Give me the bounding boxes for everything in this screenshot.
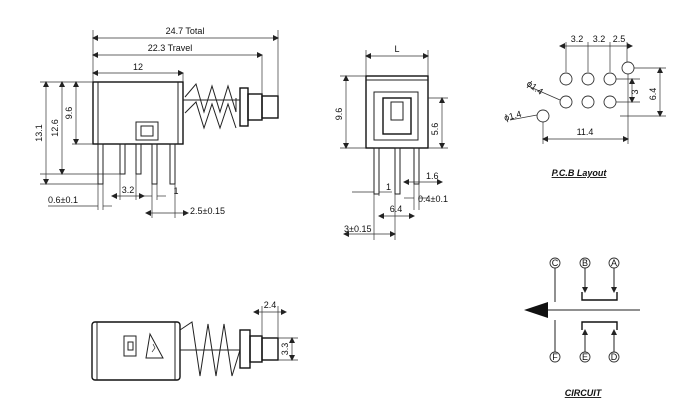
hole-callout-a: ϕ1.4 <box>525 78 545 96</box>
dim-3-pcb: 3 <box>630 89 640 94</box>
dim-9-6-front: 9.6 <box>334 108 344 121</box>
dim-5-6: 5.6 <box>430 123 440 136</box>
dim-2-5: 2.5±0.15 <box>190 206 225 216</box>
actuator-arrow <box>524 302 548 318</box>
dim-2-5-pcb: 2.5 <box>613 34 626 44</box>
svg-text:A: A <box>611 258 617 268</box>
pcb-hole <box>581 95 595 109</box>
dim-1-6: 1.6 <box>426 171 439 181</box>
push-button <box>261 95 279 119</box>
circuit-diagram: C B A F E D CIRCUIT <box>524 257 640 398</box>
svg-text:C: C <box>552 258 559 268</box>
bottom-body <box>91 321 181 381</box>
dim-0-4: 0.4±0.1 <box>418 194 448 204</box>
front-body <box>365 75 429 149</box>
dim-travel: 22.3 Travel <box>148 43 193 53</box>
svg-text:B: B <box>582 258 588 268</box>
push-button-bottom <box>261 337 279 361</box>
svg-text:F: F <box>552 352 558 362</box>
bottom-view: 2.4 3.3 <box>91 300 298 381</box>
dim-6-4-pcb: 6.4 <box>648 88 658 101</box>
triangle-mark <box>145 332 164 359</box>
switch-body <box>92 81 184 145</box>
pcb-hole <box>603 72 617 86</box>
front-button <box>382 97 412 135</box>
spring-bottom <box>179 321 241 377</box>
dim-2-4: 2.4 <box>264 300 277 310</box>
pcb-layout-title: P.C.B Layout <box>552 168 608 178</box>
dim-9-6: 9.6 <box>64 107 74 120</box>
pcb-hole <box>581 72 595 86</box>
dim-1-front: 1 <box>386 182 391 192</box>
pcb-layout: 3.2 3.2 2.5 3 6.4 ϕ1.4 ϕ1.4 11.4 P.C.B L… <box>503 34 666 178</box>
slider-window <box>135 121 159 141</box>
dim-3-3: 3.3 <box>280 343 290 356</box>
dim-11-4: 11.4 <box>577 127 594 137</box>
pcb-mount-hole <box>621 61 635 75</box>
dim-L: L <box>394 44 399 54</box>
dim-3: 3±0.15 <box>344 224 371 234</box>
pins <box>97 143 176 185</box>
dim-12-6: 12.6 <box>50 119 60 137</box>
spring <box>184 82 237 114</box>
dim-3-2: 3.2 <box>122 185 135 195</box>
front-view: L 9.6 5.6 1 1.6 0.4±0.1 6.4 3±0.15 <box>334 44 448 240</box>
pcb-hole <box>559 95 573 109</box>
dim-6-4-front: 6.4 <box>390 204 403 214</box>
dim-12: 12 <box>133 62 143 72</box>
dim-3-2a: 3.2 <box>571 34 584 44</box>
pcb-hole <box>603 95 617 109</box>
hole-callout-b: ϕ1.4 <box>503 109 523 123</box>
pcb-hole <box>559 72 573 86</box>
dim-total: 24.7 Total <box>166 26 205 36</box>
side-view: 24.7 Total 22.3 Travel 12 13.1 12.6 9.6 … <box>34 26 279 218</box>
circuit-title: CIRCUIT <box>565 388 603 398</box>
dim-13-1: 13.1 <box>34 124 44 142</box>
pcb-mount-hole <box>536 109 550 123</box>
svg-text:E: E <box>582 352 588 362</box>
dim-3-2b: 3.2 <box>593 34 606 44</box>
svg-text:D: D <box>611 352 618 362</box>
dim-0-6: 0.6±0.1 <box>48 195 78 205</box>
dim-1: 1 <box>173 186 178 196</box>
